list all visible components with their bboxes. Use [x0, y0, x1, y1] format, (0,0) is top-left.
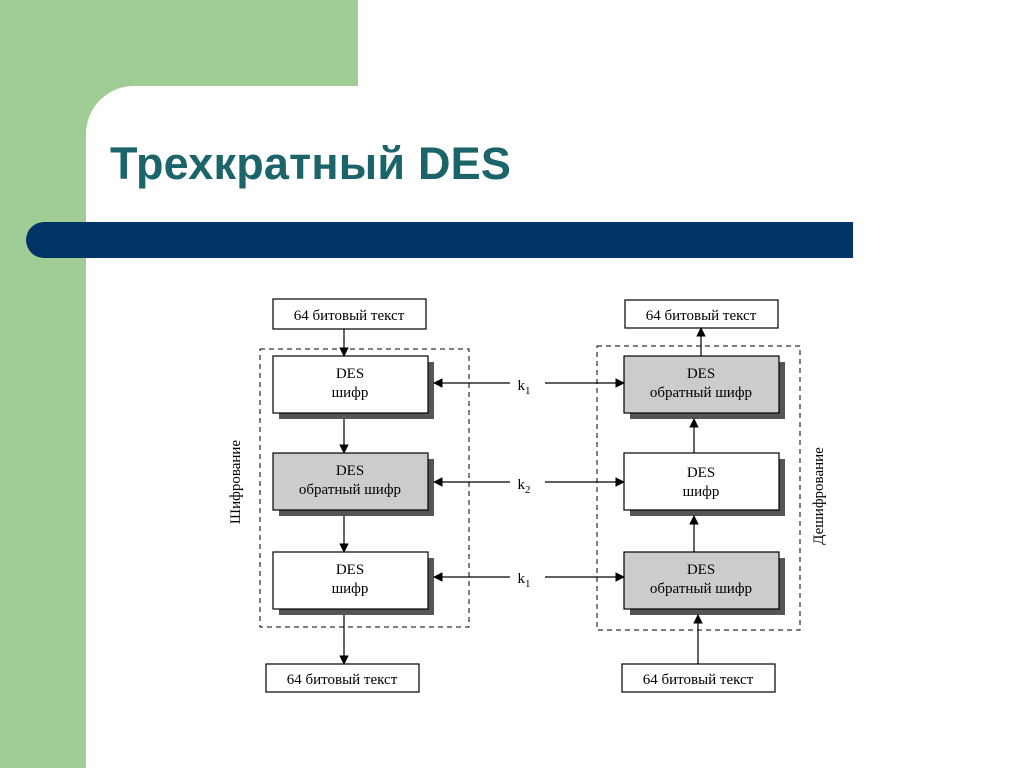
- slide-content-panel: [86, 86, 1024, 768]
- svg-text:k2: k2: [518, 477, 531, 496]
- enc-input-text-label: 64 битовый текст: [294, 308, 405, 324]
- title-underline-bar: [26, 222, 853, 258]
- key-1-top: k1: [518, 378, 531, 397]
- enc-box-1: DES шифр: [272, 355, 434, 419]
- dec-box-2-subtitle: шифр: [683, 484, 720, 500]
- enc-box-1-subtitle: шифр: [332, 385, 369, 401]
- svg-text:k1: k1: [518, 571, 531, 590]
- dec-box-3: DES обратный шифр: [623, 551, 785, 615]
- dec-output-text-box: 64 битовый текст: [624, 299, 779, 329]
- decryption-side-label: Дешифрование: [811, 447, 827, 545]
- enc-box-2-subtitle: обратный шифр: [299, 482, 401, 498]
- dec-input-text-label: 64 битовый текст: [643, 672, 754, 688]
- dec-output-text-label: 64 битовый текст: [646, 308, 757, 324]
- key-2-middle: k2: [518, 477, 531, 496]
- dec-box-1: DES обратный шифр: [623, 355, 785, 419]
- dec-box-2: DES шифр: [623, 452, 785, 516]
- enc-box-2: DES обратный шифр: [272, 452, 434, 516]
- key-1-bottom: k1: [518, 571, 531, 590]
- dec-box-3-subtitle: обратный шифр: [650, 581, 752, 597]
- dec-input-text-box: 64 битовый текст: [621, 663, 776, 693]
- enc-box-3-title: DES: [336, 562, 364, 578]
- dec-box-1-subtitle: обратный шифр: [650, 385, 752, 401]
- encryption-side-label: Шифрование: [228, 440, 244, 524]
- enc-output-text-box: 64 битовый текст: [265, 663, 420, 693]
- dec-box-3-title: DES: [687, 562, 715, 578]
- slide-title: Трехкратный DES: [110, 138, 512, 189]
- enc-box-3: DES шифр: [272, 551, 434, 615]
- enc-box-2-title: DES: [336, 463, 364, 479]
- enc-box-3-subtitle: шифр: [332, 581, 369, 597]
- dec-box-2-title: DES: [687, 465, 715, 481]
- dec-box-1-title: DES: [687, 366, 715, 382]
- enc-box-1-title: DES: [336, 366, 364, 382]
- svg-text:k1: k1: [518, 378, 531, 397]
- enc-output-text-label: 64 битовый текст: [287, 672, 398, 688]
- enc-input-text-box: 64 битовый текст: [272, 298, 427, 330]
